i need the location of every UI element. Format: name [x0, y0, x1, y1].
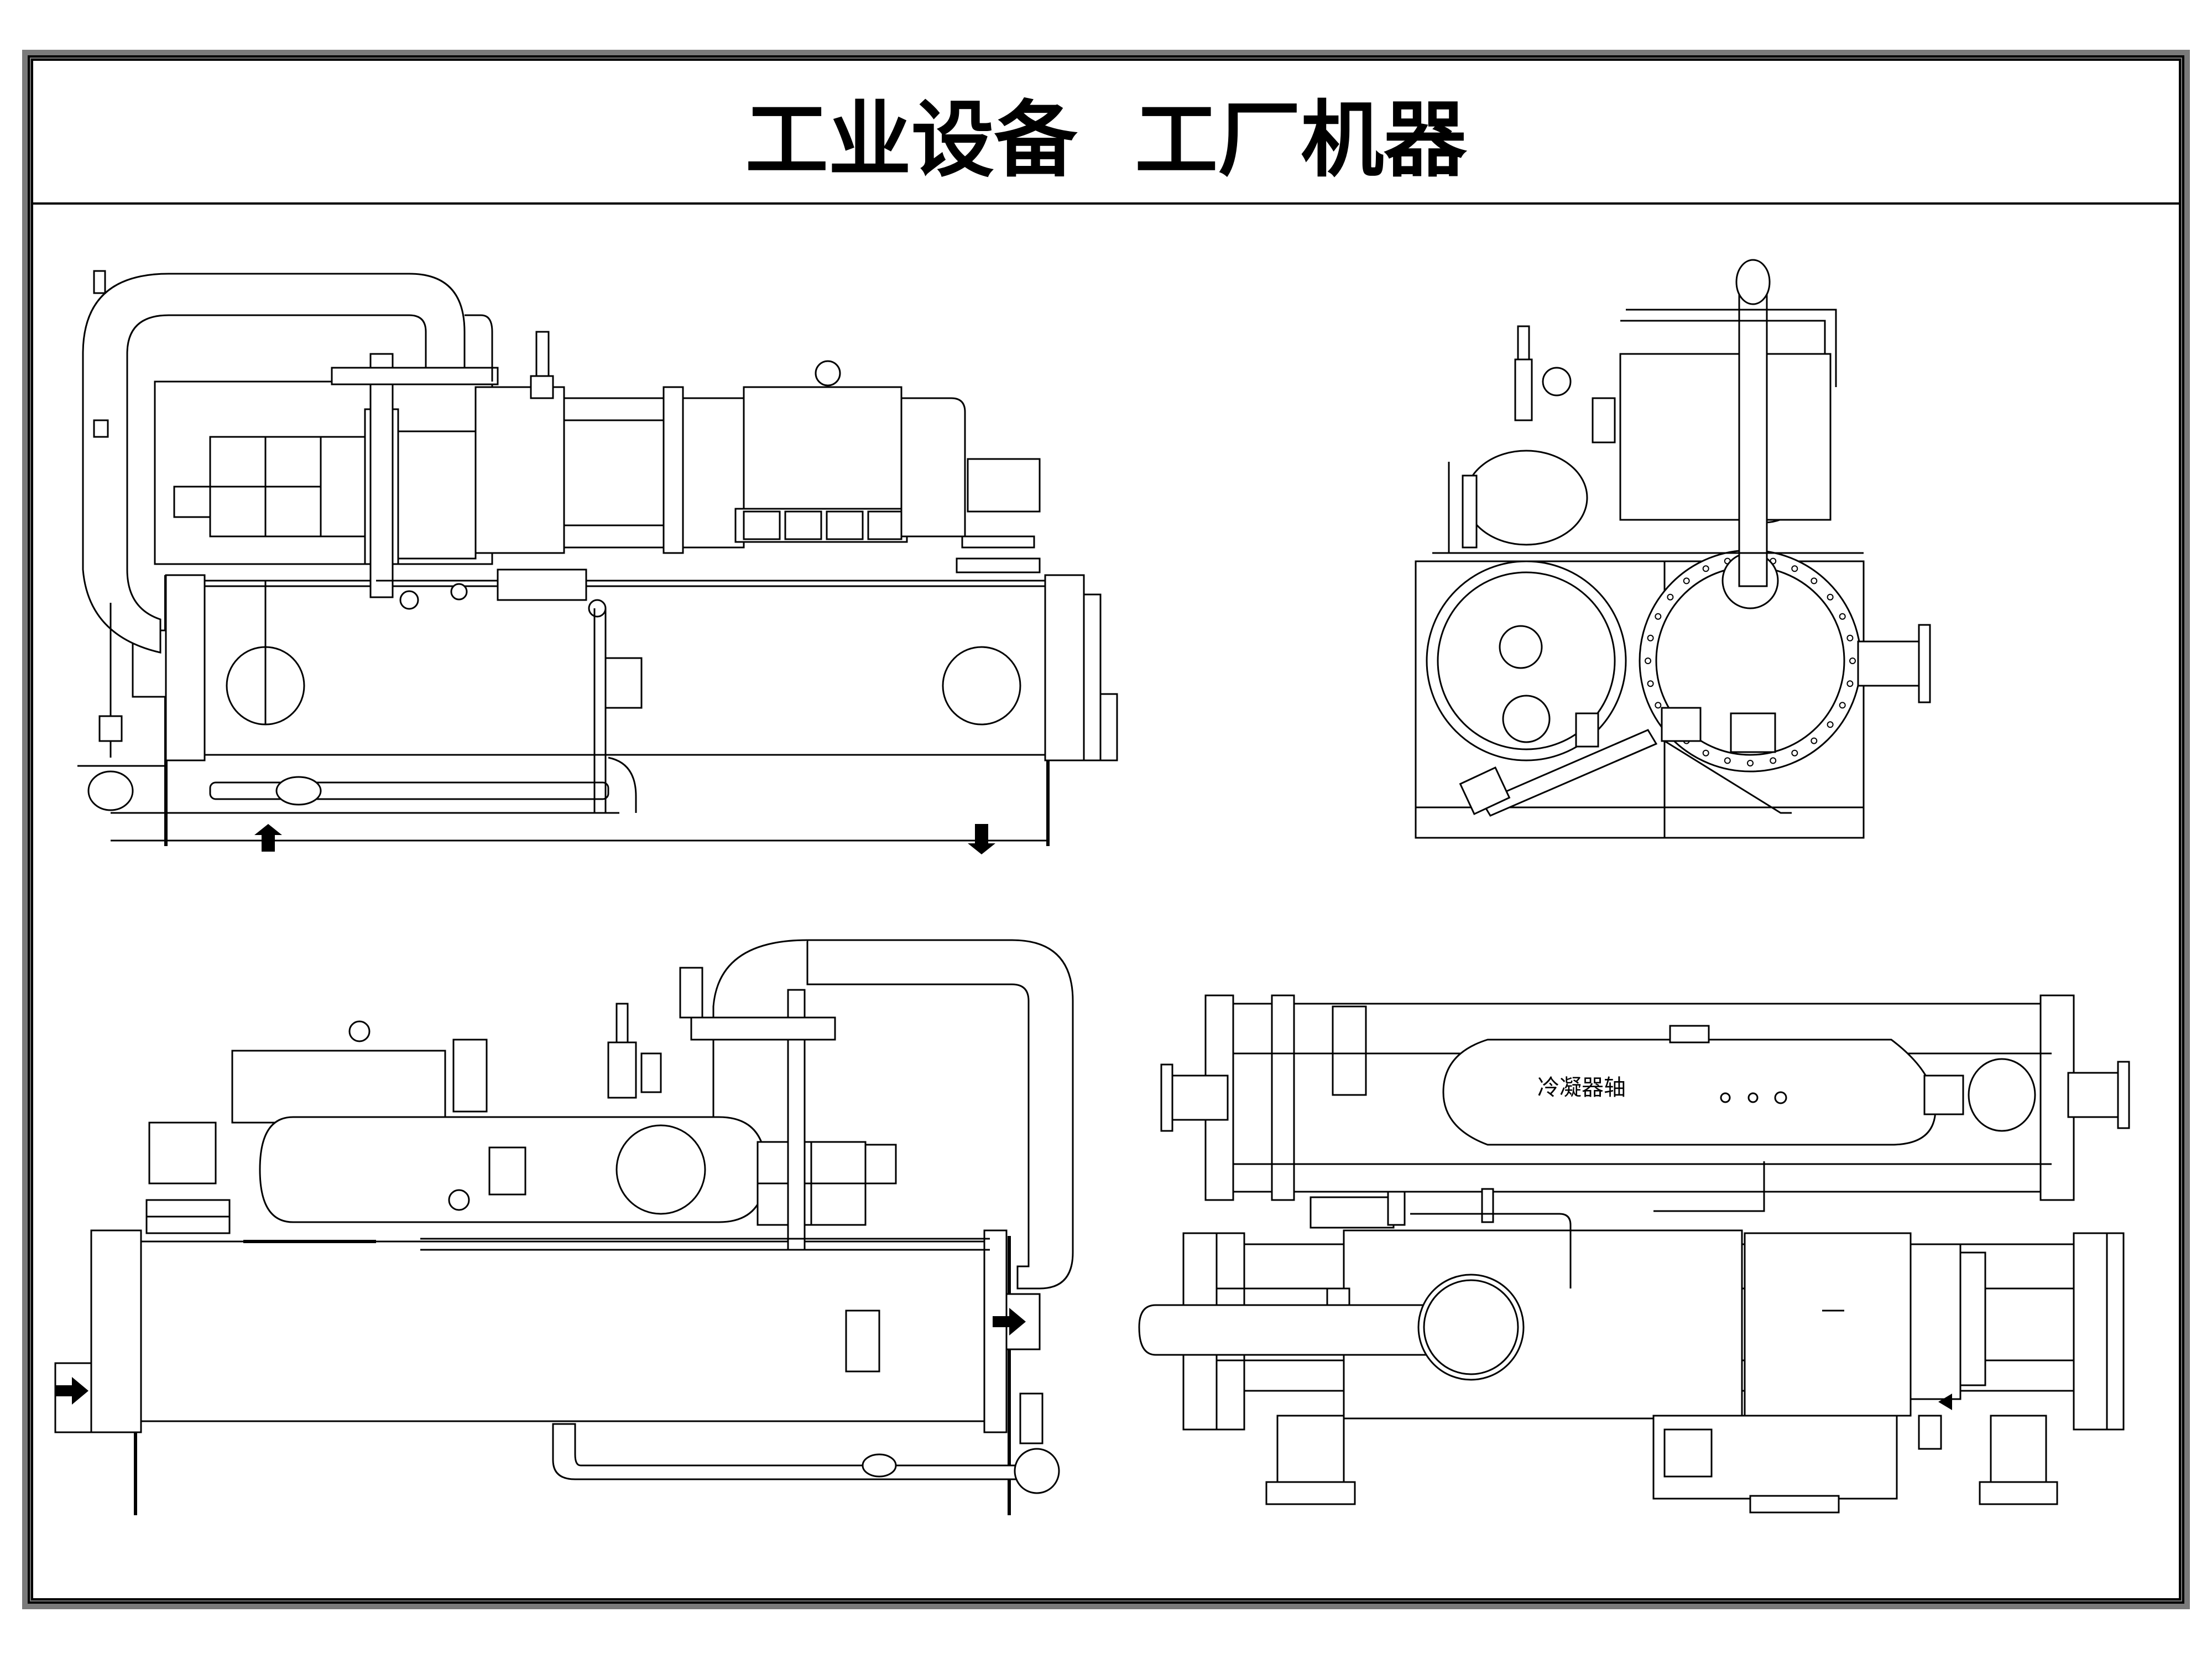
- condenser-label: 冷凝器轴: [1537, 1075, 1626, 1100]
- top-plan-view: 冷凝器轴: [1138, 994, 2130, 1514]
- flange-bolt: [1647, 680, 1654, 687]
- flange-bolt: [1683, 577, 1690, 585]
- flange-bolt: [1811, 737, 1818, 744]
- flange-bolt: [1647, 634, 1654, 641]
- flange-bolt: [1655, 702, 1662, 709]
- flange-bolt: [1827, 593, 1834, 601]
- flange-bolt: [1655, 613, 1662, 620]
- flange-bolt: [1667, 593, 1674, 601]
- flange-bolt: [1849, 658, 1856, 664]
- flange-bolt: [1702, 749, 1709, 757]
- flange-bolt: [1846, 680, 1854, 687]
- flange-bolt: [1645, 658, 1651, 664]
- flange-bolts: [1645, 555, 1856, 766]
- flange-bolt: [1839, 702, 1846, 709]
- drawing-title: 工业设备 工厂机器: [745, 92, 1467, 189]
- front-elevation-view: [77, 270, 1118, 854]
- flange-bolt: [1839, 613, 1846, 620]
- flange-bolt: [1791, 565, 1798, 572]
- flange-bolt: [1770, 757, 1777, 764]
- side-elevation-view: [1415, 259, 1931, 839]
- flange-bolt: [1724, 757, 1731, 764]
- flange-bolt: [1702, 565, 1709, 572]
- flange-bolt: [1747, 760, 1754, 766]
- flange-bolt: [1811, 577, 1818, 585]
- flange-bolt: [1791, 749, 1798, 757]
- flange-bolt: [1846, 634, 1854, 641]
- flange-bolt: [1827, 721, 1834, 728]
- rear-elevation-view: [54, 939, 1074, 1515]
